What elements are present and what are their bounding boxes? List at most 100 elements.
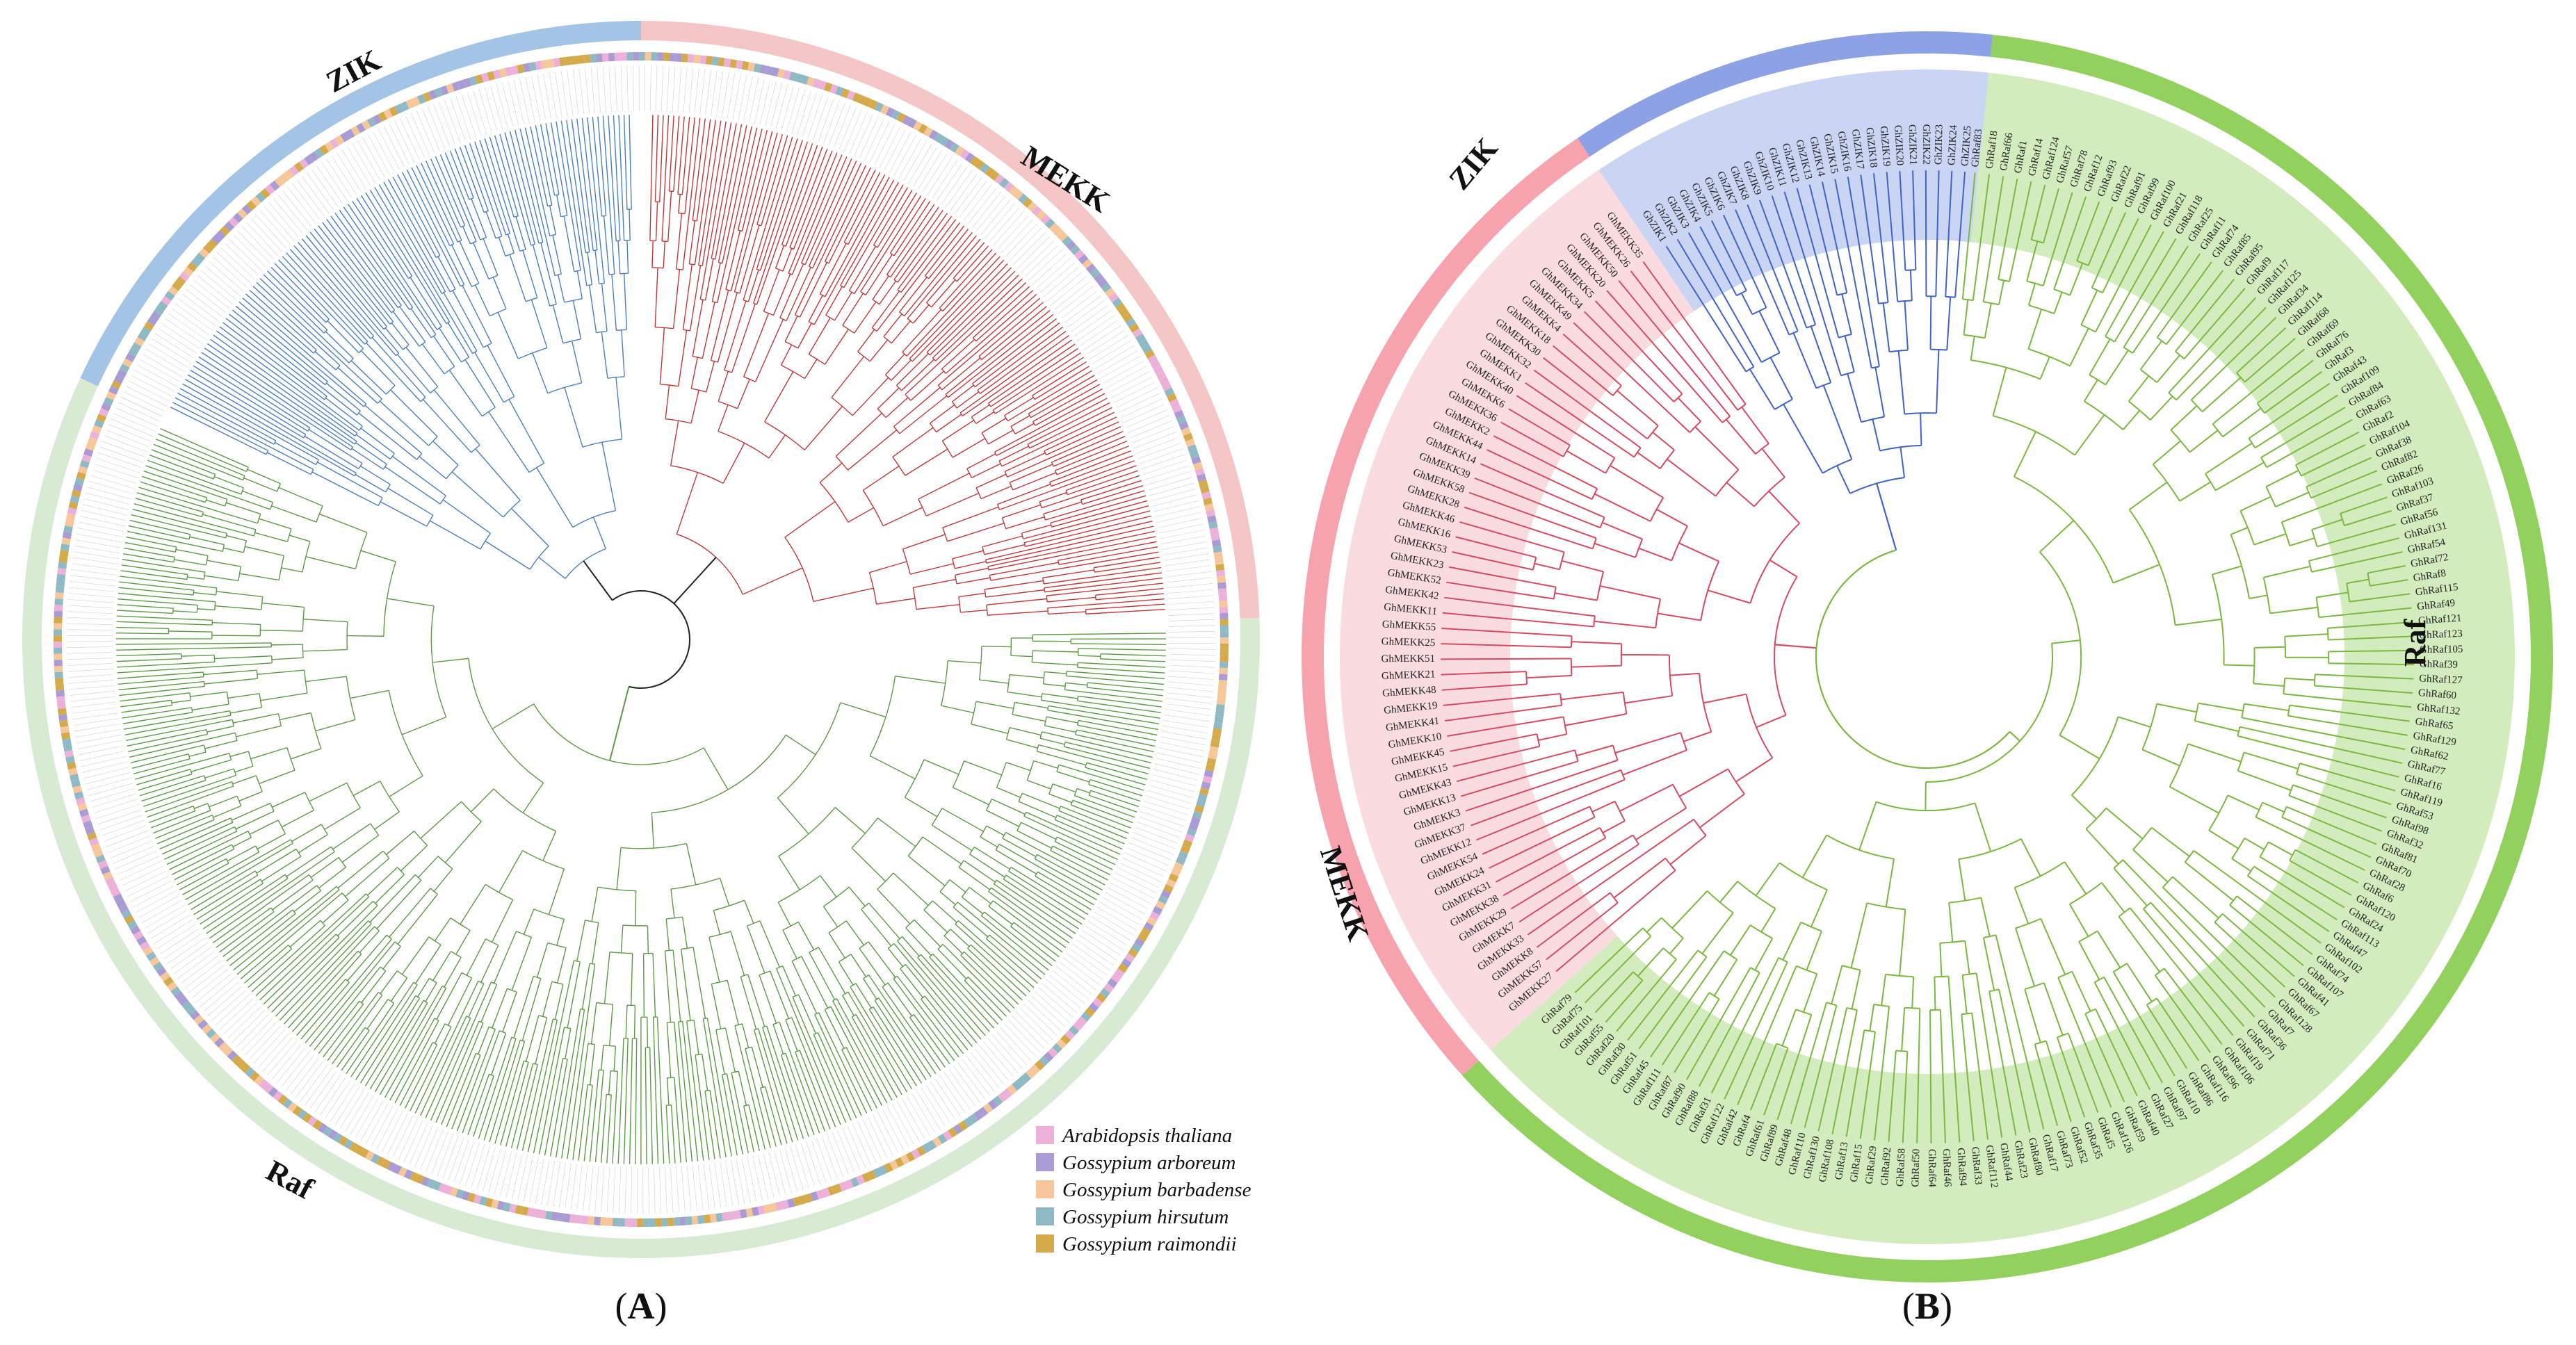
panel-b-raf-branch [2142,908,2245,1027]
panel-a-species-tick [852,92,861,103]
panel-a-species-tick [1027,202,1037,212]
panel-b-raf-branch [2150,826,2190,857]
panel-a-leaf-label [996,1030,1028,1066]
panel-a-leaf-label [839,107,857,150]
panel-a-leaf-label [96,457,140,473]
panel-a-species-tick [741,60,750,71]
panel-a-mekk-branch [971,463,1001,478]
panel-a-raf-branch [209,795,238,808]
panel-a-species-tick [1007,1084,1017,1095]
panel-a-species-tick [172,281,183,291]
panel-a-species-tick [1208,751,1217,760]
panel-a-species-tick [314,147,324,158]
panel-a-raf-branch [169,831,249,870]
panel-a-species-tick [601,53,609,62]
panel-a-zik-branch [204,348,353,448]
panel-a-mekk-branch [1044,572,1162,589]
panel-b-mekk-branch [1642,261,1747,405]
panel-b-raf-node-arc [1904,1006,1920,1009]
panel-a-raf-node-arc [988,900,994,907]
panel-a-species-tick [113,893,124,903]
panel-a-mekk-branch [869,339,889,362]
panel-a-raf-branch [1100,653,1166,657]
panel-a-leaf-label [133,369,175,392]
panel-a-leaf-label [229,238,263,272]
panel-a-mekk-branch [819,243,847,295]
panel-a-leaf-label [1139,448,1183,464]
panel-a-mekk-branch [813,179,895,325]
panel-a-species-tick [858,95,867,105]
panel-a-leaf-label [67,646,113,648]
panel-a-zik-node-arc [370,336,374,339]
panel-a-species-tick [255,192,266,203]
panel-b-mekk-branch [1571,641,1622,645]
panel-a-clade-ring-zik [80,21,642,386]
panel-a-raf-branch [780,1054,809,1137]
panel-a-leaf-label [950,173,978,211]
panel-a-raf-branch [140,481,206,503]
panel-b-raf-branch [2237,735,2399,778]
panel-a-species-tick [544,1210,553,1221]
panel-a-zik-node-arc [469,197,474,200]
panel-a-species-tick [645,52,651,61]
panel-a-zik-branch [337,367,378,404]
panel-a-leaf-label [382,1111,403,1152]
panel-a-mekk-branch [1001,411,1115,467]
panel-a-species-tick [323,1126,333,1137]
panel-a-species-tick [446,83,455,94]
panel-a-zik-node-arc [549,234,556,237]
panel-a-species-tick [307,1116,318,1127]
panel-b-raf-branch [2268,841,2293,856]
panel-a-species-tick [233,213,243,223]
panel-a-raf-branch [851,847,886,882]
panel-b-caption: (B) [1902,1285,1952,1327]
panel-a-leaf-label [991,1034,1023,1069]
panel-a-zik-branch [378,184,443,294]
panel-a-raf-branch [327,992,379,1061]
panel-b-mekk-branch [1594,493,1651,522]
panel-a-raf-node-arc [413,981,418,986]
panel-a-raf-node-arc [1012,702,1015,715]
panel-a-species-tick [503,1202,511,1212]
panel-a-raf-branch [842,995,854,1016]
panel-a-raf-branch [222,885,318,957]
panel-a-raf-node-arc [610,1070,618,1072]
panel-a-raf-branch [713,910,721,935]
panel-a-species-tick [356,122,366,133]
panel-a-raf-branch [664,950,672,1022]
panel-a-raf-branch [521,1018,554,1151]
panel-a-raf-branch [153,810,211,834]
panel-a-mekk-branch [883,313,902,337]
panel-a-zik-branch [213,334,356,437]
panel-a-leaf-label [204,266,241,296]
panel-b-raf-branch [2311,551,2403,573]
panel-a-zik-branch [396,354,431,393]
panel-a-raf-branch [1064,746,1151,769]
panel-a-zik-branch [275,441,316,465]
panel-a-raf-node-arc [731,1070,739,1074]
panel-a-raf-node-arc [355,532,368,569]
panel-b-mekk-node-arc [1635,539,1644,558]
panel-b-raf-branch [1710,957,1779,1093]
panel-a-mekk-branch [893,209,943,280]
panel-a-raf-branch [921,998,964,1054]
panel-b-raf-node-arc [2205,473,2217,491]
panel-a-species-tick [1070,245,1080,255]
panel-b-raf-branch [2260,407,2346,459]
panel-a-zik-branch [432,336,455,367]
panel-a-raf-branch [1072,799,1133,824]
panel-a-leaf-label [161,323,200,349]
panel-a-species-tick [1092,997,1103,1008]
panel-a-mekk-branch [907,235,977,319]
panel-a-leaf-label [1007,1019,1041,1053]
panel-a-zik-branch [399,306,426,343]
panel-a-zik-branch [474,284,491,316]
panel-a-raf-node-arc [941,660,948,706]
panel-a-leaf-label [287,186,316,224]
panel-a-raf-node-arc [809,947,819,953]
panel-b-raf-branch [2122,409,2141,430]
panel-a-species-tick [1080,1011,1092,1022]
panel-a-mekk-node-arc [909,358,913,362]
panel-a-raf-branch [239,573,280,581]
panel-a-leaf-label [541,1159,550,1205]
